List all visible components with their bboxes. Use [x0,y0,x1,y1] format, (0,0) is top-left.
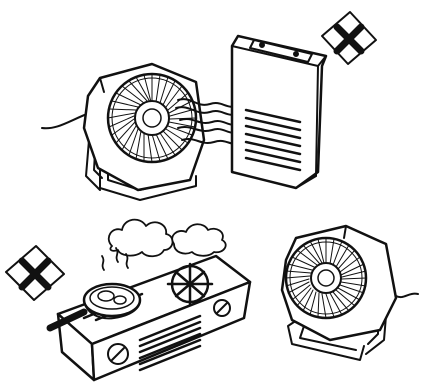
scene-fan-alone [282,226,418,360]
cross-mark-icon [322,12,376,64]
scene-fan-near-stove [6,220,250,380]
fan-grille [286,238,366,318]
gas-stove [58,256,250,380]
scene-fan-near-heater [42,12,376,200]
fan-grille [108,74,196,162]
heater [232,36,326,188]
fan-cord [396,294,418,297]
cross-mark-icon [6,246,64,300]
steam-clouds [109,220,226,257]
